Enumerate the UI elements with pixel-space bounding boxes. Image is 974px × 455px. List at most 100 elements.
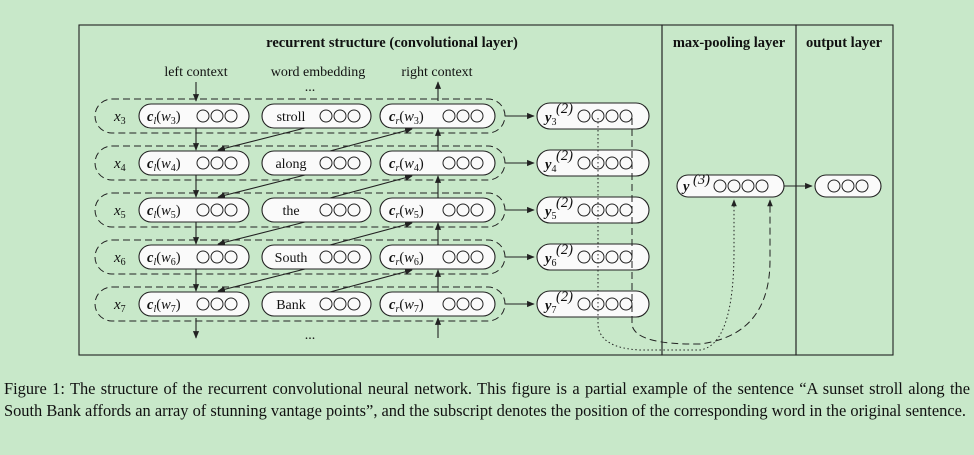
left-context-label: cl(w6) [147, 250, 181, 268]
embed-to-right-arrow [329, 174, 413, 199]
neuron [577, 297, 591, 311]
top-ellipsis: ... [305, 80, 316, 95]
neuron [224, 250, 238, 264]
y2-label: y4 [543, 157, 556, 175]
output-layer-frame [795, 24, 894, 356]
left-context-node [138, 197, 250, 223]
word-token: along [275, 157, 306, 172]
neuron [196, 297, 210, 311]
embed-to-left-arrow [217, 127, 306, 152]
neuron [347, 109, 361, 123]
y2-label: y3 [543, 110, 556, 128]
neuron [470, 250, 484, 264]
embed-to-left-arrow [217, 174, 306, 199]
word-token: South [275, 251, 308, 266]
neuron [210, 109, 224, 123]
neuron [333, 156, 347, 170]
neuron [347, 156, 361, 170]
neuron [442, 203, 456, 217]
left-context-node [138, 291, 250, 317]
y2-label: y5 [543, 204, 556, 222]
left-context-label: cl(w5) [147, 203, 181, 221]
neuron [456, 156, 470, 170]
neuron [347, 250, 361, 264]
neuron [456, 109, 470, 123]
row-6: x6 cl(w6) South cr(w6) y6(2) [94, 239, 650, 275]
left-context-node [138, 150, 250, 176]
output-layer-title: output layer [806, 35, 883, 51]
y2-superscript: (2) [556, 101, 573, 117]
left-context-label: cl(w3) [147, 109, 181, 127]
neuron [319, 156, 333, 170]
neuron [319, 297, 333, 311]
neuron [605, 297, 619, 311]
right-context-label: cr(w6) [389, 250, 424, 268]
conv-layer-title: recurrent structure (convolutional layer… [266, 35, 518, 51]
neuron [577, 156, 591, 170]
y2-label: y7 [543, 298, 556, 316]
embed-to-left-arrow [217, 221, 306, 246]
neuron [619, 203, 633, 217]
row-4: x4 cl(w4) along cr(w4) y4(2) [94, 145, 650, 181]
left-context-node [138, 103, 250, 129]
right-context-label: cr(w5) [389, 203, 424, 221]
neuron [319, 250, 333, 264]
word-var: x3 [113, 109, 126, 127]
pooling-node: y (3) [676, 172, 785, 198]
neuron [470, 156, 484, 170]
y2-label: y6 [543, 251, 556, 269]
neuron [210, 156, 224, 170]
neuron [196, 203, 210, 217]
max-dashed-path [631, 118, 773, 345]
word-var: x6 [113, 250, 126, 268]
neuron [196, 250, 210, 264]
neuron [319, 203, 333, 217]
neuron [224, 156, 238, 170]
y2-superscript: (2) [556, 195, 573, 211]
neuron [210, 297, 224, 311]
pool-layer-title: max-pooling layer [673, 35, 786, 51]
neuron [347, 297, 361, 311]
neuron [196, 156, 210, 170]
word-var: x7 [113, 297, 126, 315]
neuron [224, 203, 238, 217]
neuron [224, 297, 238, 311]
neuron [470, 109, 484, 123]
y2-superscript: (2) [556, 148, 573, 164]
neuron [456, 203, 470, 217]
right-context-label: cr(w4) [389, 156, 424, 174]
neuron [333, 297, 347, 311]
y2-superscript: (2) [556, 289, 573, 305]
neuron [605, 156, 619, 170]
neuron [577, 203, 591, 217]
figure-caption: Figure 1: The structure of the recurrent… [4, 379, 970, 420]
word-embedding-label: word embedding [271, 65, 365, 80]
neuron [319, 109, 333, 123]
embed-to-left-arrow [217, 268, 306, 293]
word-embedding-node [261, 291, 372, 317]
neuron [333, 203, 347, 217]
left-context-label: cl(w4) [147, 156, 181, 174]
y2-superscript: (2) [556, 242, 573, 258]
word-embedding-node [261, 197, 372, 223]
neuron [333, 250, 347, 264]
embed-to-right-arrow [329, 127, 413, 152]
neuron [605, 250, 619, 264]
neuron [442, 297, 456, 311]
word-token: the [282, 204, 299, 219]
right-context-label: cr(w7) [389, 297, 424, 315]
neuron [456, 297, 470, 311]
neuron [442, 156, 456, 170]
neuron [577, 109, 591, 123]
embed-to-right-arrow [329, 268, 413, 293]
left-context-label: cl(w7) [147, 297, 181, 315]
bottom-ellipsis: ... [305, 328, 316, 343]
svg-text:y: y [681, 179, 690, 195]
neuron [347, 203, 361, 217]
word-embedding-node [261, 103, 372, 129]
left-context-node [138, 244, 250, 270]
word-var: x4 [113, 156, 126, 174]
neuron [210, 250, 224, 264]
neuron [442, 109, 456, 123]
